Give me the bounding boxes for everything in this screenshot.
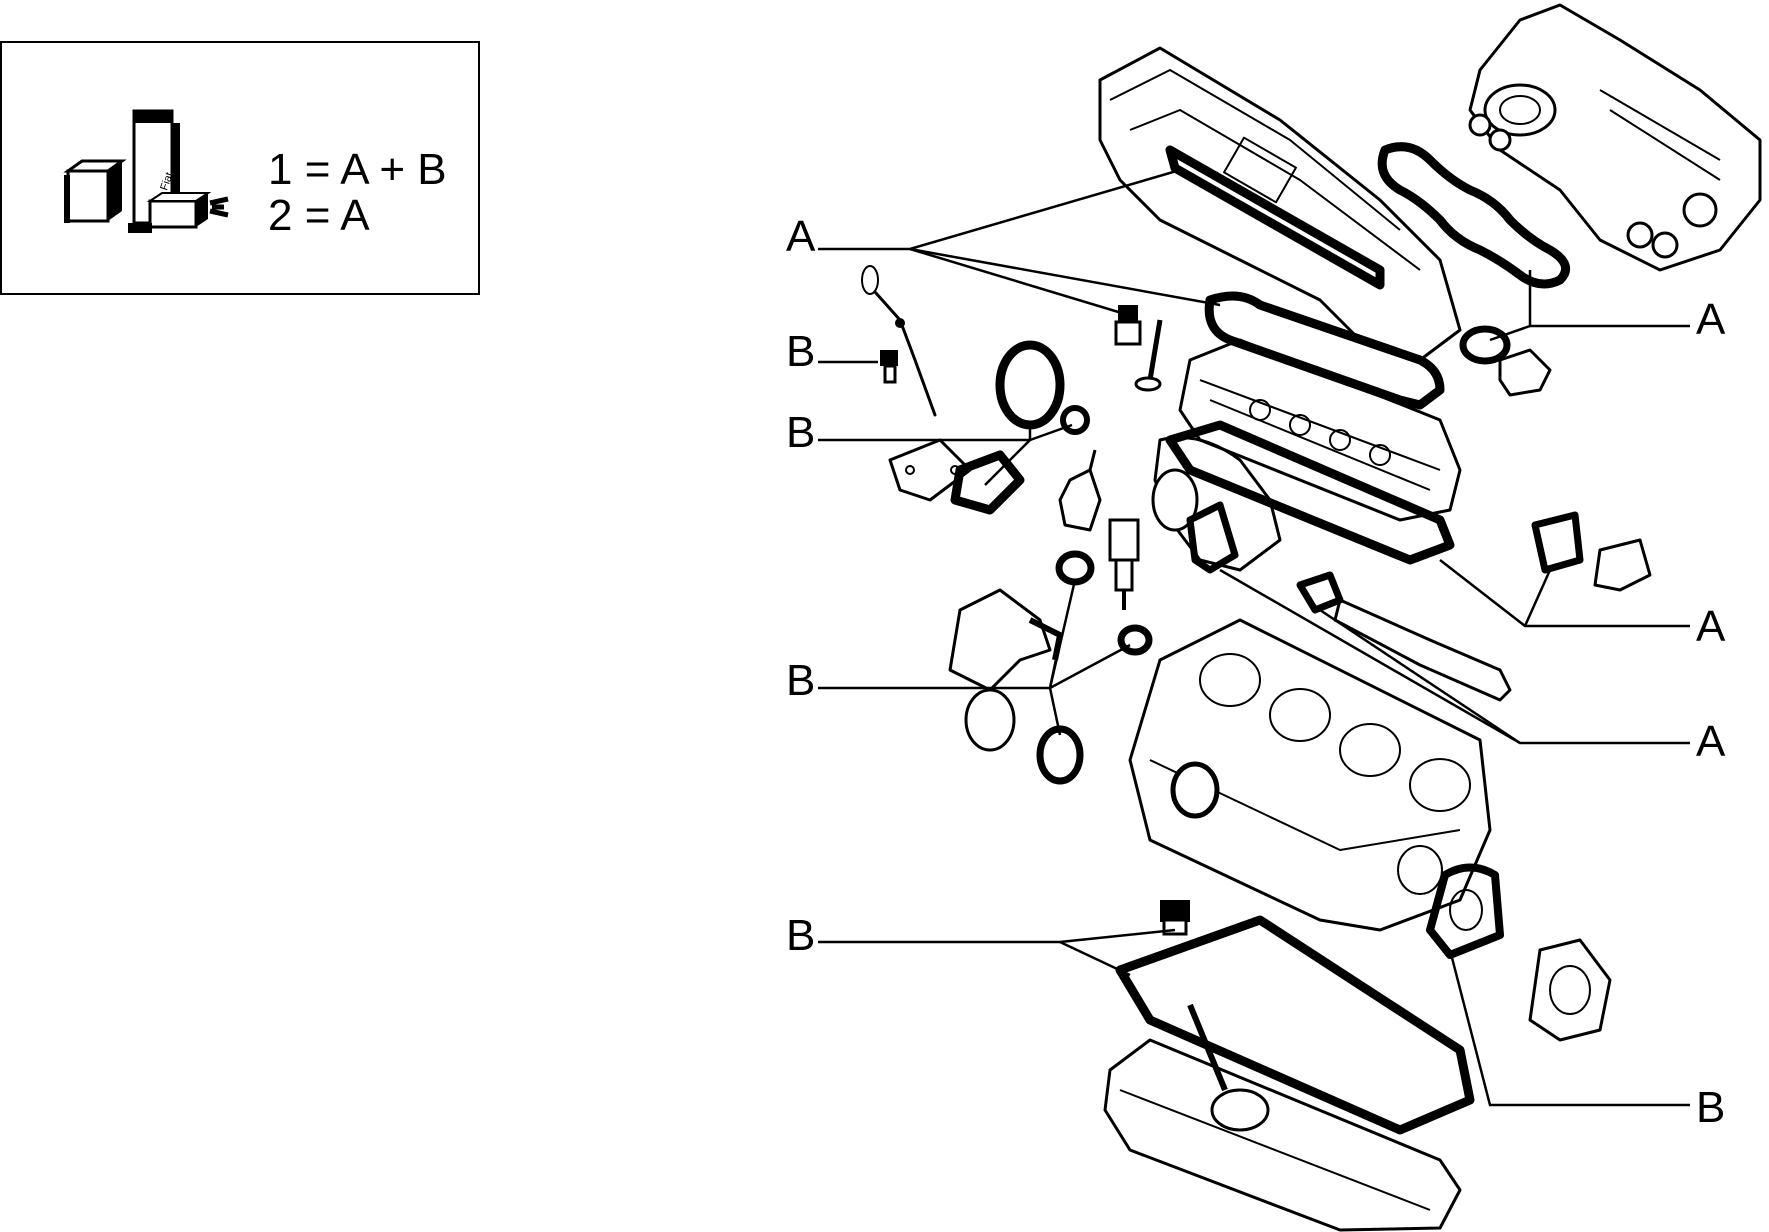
intake-manifold bbox=[1468, 3, 1762, 272]
timing-bracket bbox=[948, 588, 1063, 692]
manifold-gasket bbox=[1377, 142, 1571, 289]
callout-a-right-upper: A bbox=[1696, 295, 1726, 344]
rear-seal-carrier bbox=[1528, 938, 1612, 1042]
valve-and-seal bbox=[1114, 305, 1163, 392]
seal-ring-small bbox=[1060, 405, 1090, 435]
outlet-fitting bbox=[1531, 511, 1652, 592]
tube-label: Fiat bbox=[158, 171, 176, 192]
water-pipe bbox=[1296, 571, 1512, 702]
cam-cover-gasket bbox=[1204, 291, 1445, 410]
auxiliary-housing bbox=[964, 688, 1084, 785]
callout-b-upper-left: B bbox=[786, 327, 815, 376]
callout-a-right-lower: A bbox=[1696, 717, 1726, 766]
pump-seal bbox=[1055, 550, 1095, 586]
callout-a-right-middle: A bbox=[1696, 602, 1726, 651]
head-gasket bbox=[1165, 420, 1455, 565]
water-pump bbox=[1151, 436, 1282, 574]
callout-b-mid-left: B bbox=[786, 408, 815, 457]
sealant-product-illustration: Fiat bbox=[63, 109, 229, 233]
leader-lines bbox=[818, 168, 1690, 1107]
cylinder-block bbox=[1128, 618, 1492, 932]
legend-line-1: 1 = A + B bbox=[268, 145, 447, 194]
water-outlet-gasket bbox=[950, 450, 1025, 515]
temperature-sensor bbox=[1108, 518, 1140, 610]
callout-b-bottom-right: B bbox=[1696, 1083, 1725, 1132]
callout-b-lower-left: B bbox=[786, 656, 815, 705]
cylinder-head bbox=[1178, 338, 1462, 522]
oil-pan bbox=[1103, 1038, 1462, 1232]
callout-b-bottom-left: B bbox=[786, 911, 815, 960]
outlet-flange bbox=[1459, 325, 1552, 397]
oil-pump-pickup bbox=[1187, 1003, 1270, 1132]
oil-pan-gasket bbox=[1115, 915, 1475, 1135]
thermostat-gasket bbox=[995, 340, 1065, 430]
thermostat-housing bbox=[1058, 449, 1102, 532]
legend-line-2: 2 = A bbox=[268, 191, 370, 240]
rear-crankshaft-seal bbox=[1426, 863, 1504, 959]
bolt-small bbox=[880, 350, 898, 384]
drain-plug bbox=[1160, 900, 1190, 936]
legend-box: Fiat 1 = A + B 2 = A bbox=[0, 41, 480, 295]
dipstick bbox=[861, 265, 937, 417]
callout-a-top-left: A bbox=[786, 212, 816, 261]
